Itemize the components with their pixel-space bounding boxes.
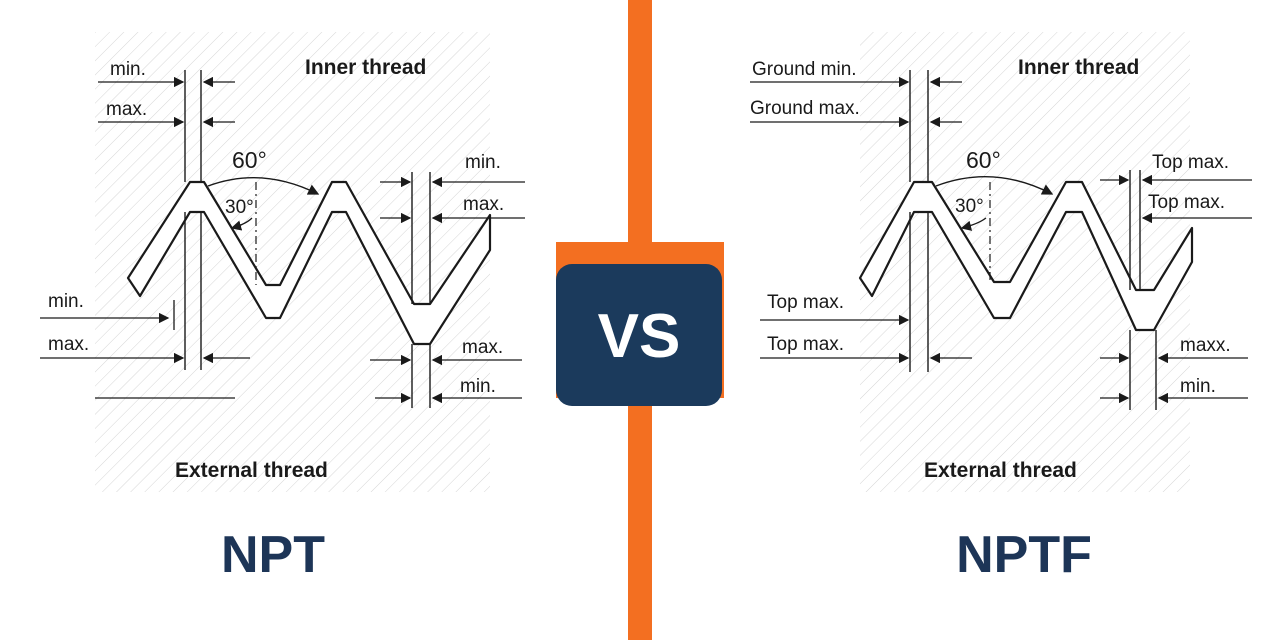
npt-label-max: max. bbox=[106, 99, 147, 120]
nptf-angle-60-label: 60° bbox=[966, 147, 1001, 173]
vs-label: VS bbox=[598, 302, 681, 371]
npt-label-max: max. bbox=[462, 337, 503, 358]
npt-title: NPT bbox=[221, 526, 325, 584]
nptf-label-top-max: Top max. bbox=[767, 334, 844, 355]
nptf-external-thread-label: External thread bbox=[924, 459, 1077, 482]
nptf-label-ground-max: Ground max. bbox=[750, 98, 860, 119]
nptf-angle-30-label: 30° bbox=[955, 196, 984, 217]
nptf-thread-profile bbox=[858, 180, 1194, 332]
npt-angle-arc-60 bbox=[207, 177, 320, 195]
vs-divider: VS bbox=[556, 0, 724, 640]
npt-label-min: min. bbox=[465, 152, 501, 173]
npt-label-max: max. bbox=[48, 334, 89, 355]
nptf-panel: Ground min. Ground max. Inner thread 60°… bbox=[750, 32, 1252, 584]
npt-label-min: min. bbox=[110, 59, 146, 80]
nptf-label-top-max: Top max. bbox=[1148, 192, 1225, 213]
npt-panel: min. max. Inner thread 60° 30° min. max.… bbox=[40, 32, 525, 584]
nptf-title: NPTF bbox=[956, 526, 1092, 584]
nptf-angle-arc-60 bbox=[935, 175, 1054, 195]
npt-label-min: min. bbox=[460, 376, 496, 397]
nptf-label-maxx: maxx. bbox=[1180, 335, 1231, 356]
npt-label-max: max. bbox=[463, 194, 504, 215]
npt-external-thread-label: External thread bbox=[175, 459, 328, 482]
nptf-inner-thread-label: Inner thread bbox=[1018, 56, 1139, 79]
vs-badge bbox=[556, 264, 722, 406]
npt-angle-60-label: 60° bbox=[232, 147, 267, 173]
nptf-label-top-max: Top max. bbox=[1152, 152, 1229, 173]
npt-angle-arc-30 bbox=[230, 217, 253, 231]
nptf-label-top-max: Top max. bbox=[767, 292, 844, 313]
nptf-label-min: min. bbox=[1180, 376, 1216, 397]
npt-thread-profile bbox=[126, 180, 492, 346]
npt-label-min: min. bbox=[48, 291, 84, 312]
nptf-label-ground-min: Ground min. bbox=[752, 59, 857, 80]
npt-inner-thread-label: Inner thread bbox=[305, 56, 426, 79]
npt-angle-30-label: 30° bbox=[225, 197, 254, 218]
nptf-angle-arc-30 bbox=[960, 217, 987, 231]
